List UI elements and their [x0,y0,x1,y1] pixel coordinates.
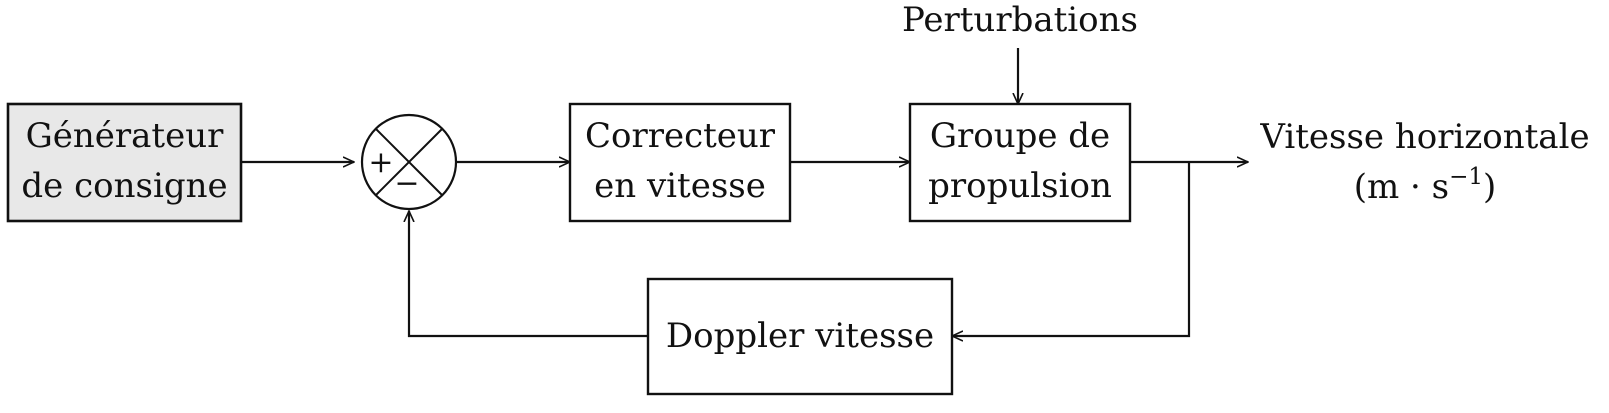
corrector-block: Correcteur en vitesse [568,102,792,223]
output-label: Vitesse horizontale [1259,117,1589,157]
sum-minus-sign: − [394,166,419,201]
doppler-block: Doppler vitesse [646,277,954,396]
wire-feedback-to-doppler [952,162,1191,336]
summing-junction: + − [360,113,458,211]
propulsion-label-line1: Groupe de [930,116,1110,156]
wire-doppler-to-sum [409,211,648,338]
corrector-label-line1: Correcteur [585,116,776,156]
output-unit-close: ) [1483,167,1496,207]
propulsion-label-line2: propulsion [928,166,1112,206]
sum-plus-sign: + [368,145,393,180]
generator-label-line1: Générateur [26,116,225,156]
output-unit-exponent: −1 [1449,164,1483,190]
propulsion-block: Groupe de propulsion [908,102,1132,223]
disturbance-label: Perturbations [902,0,1138,40]
output-unit-open: (m · s [1354,167,1449,207]
generator-label-line2: de consigne [21,166,227,206]
corrector-label-line2: en vitesse [594,166,766,206]
output-unit: (m · s−1) [1354,164,1497,207]
doppler-label: Doppler vitesse [666,316,934,356]
generator-block: Générateur de consigne [6,102,243,223]
